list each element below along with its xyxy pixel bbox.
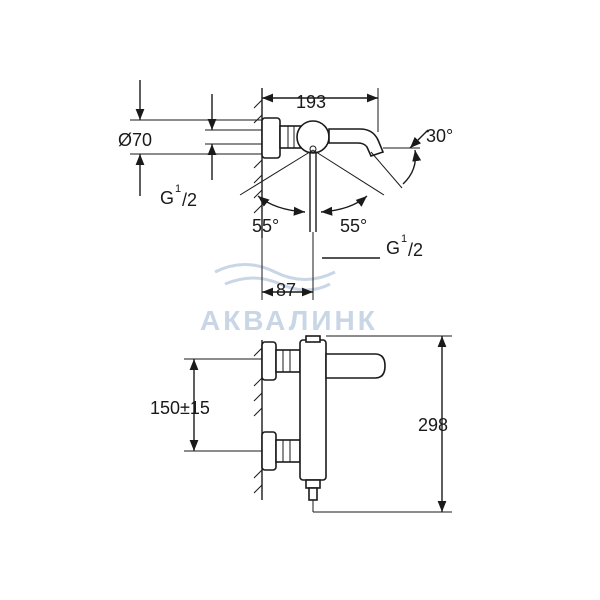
- svg-text:/2: /2: [182, 190, 197, 210]
- thread-label-left: G 1 /2: [160, 183, 197, 210]
- wall-flange-top: [261, 117, 281, 159]
- dim-spout-angle: 30°: [426, 126, 453, 146]
- mixer-body-top: [296, 120, 330, 154]
- watermark-wave-icon: [224, 276, 331, 292]
- dim-diameter: Ø70: [118, 130, 152, 150]
- dim-height: 298: [418, 415, 448, 435]
- watermark-wave-icon: [214, 263, 336, 281]
- mixer-body-front: [299, 339, 327, 481]
- spout-top: [328, 128, 385, 157]
- dim-depth: 87: [276, 280, 296, 300]
- watermark: АКВАЛИНК: [200, 263, 378, 336]
- watermark-text: АКВАЛИНК: [200, 305, 378, 336]
- dim-angle-left: 55°: [252, 216, 279, 236]
- wall-flange-upper: [261, 341, 277, 381]
- lever-front: [325, 353, 386, 379]
- svg-text:/2: /2: [408, 240, 423, 260]
- wall-hatch: [253, 99, 263, 214]
- svg-text:1: 1: [175, 183, 181, 195]
- dim-center-distance: 150±15: [150, 398, 210, 418]
- svg-text:G: G: [386, 238, 400, 258]
- wall-hatch-front: [253, 347, 263, 494]
- svg-text:G: G: [160, 188, 174, 208]
- thread-label-right: G 1 /2: [386, 233, 423, 260]
- dim-width-top: 193: [296, 92, 326, 112]
- svg-text:1: 1: [401, 233, 407, 245]
- diverter-knob: [308, 487, 318, 501]
- wall-flange-lower: [261, 431, 277, 471]
- dim-angle-right: 55°: [340, 216, 367, 236]
- top-view: 193 Ø70 G 1 /2 30° 55° 55° G: [118, 80, 453, 300]
- front-view: 150±15 298: [150, 335, 452, 513]
